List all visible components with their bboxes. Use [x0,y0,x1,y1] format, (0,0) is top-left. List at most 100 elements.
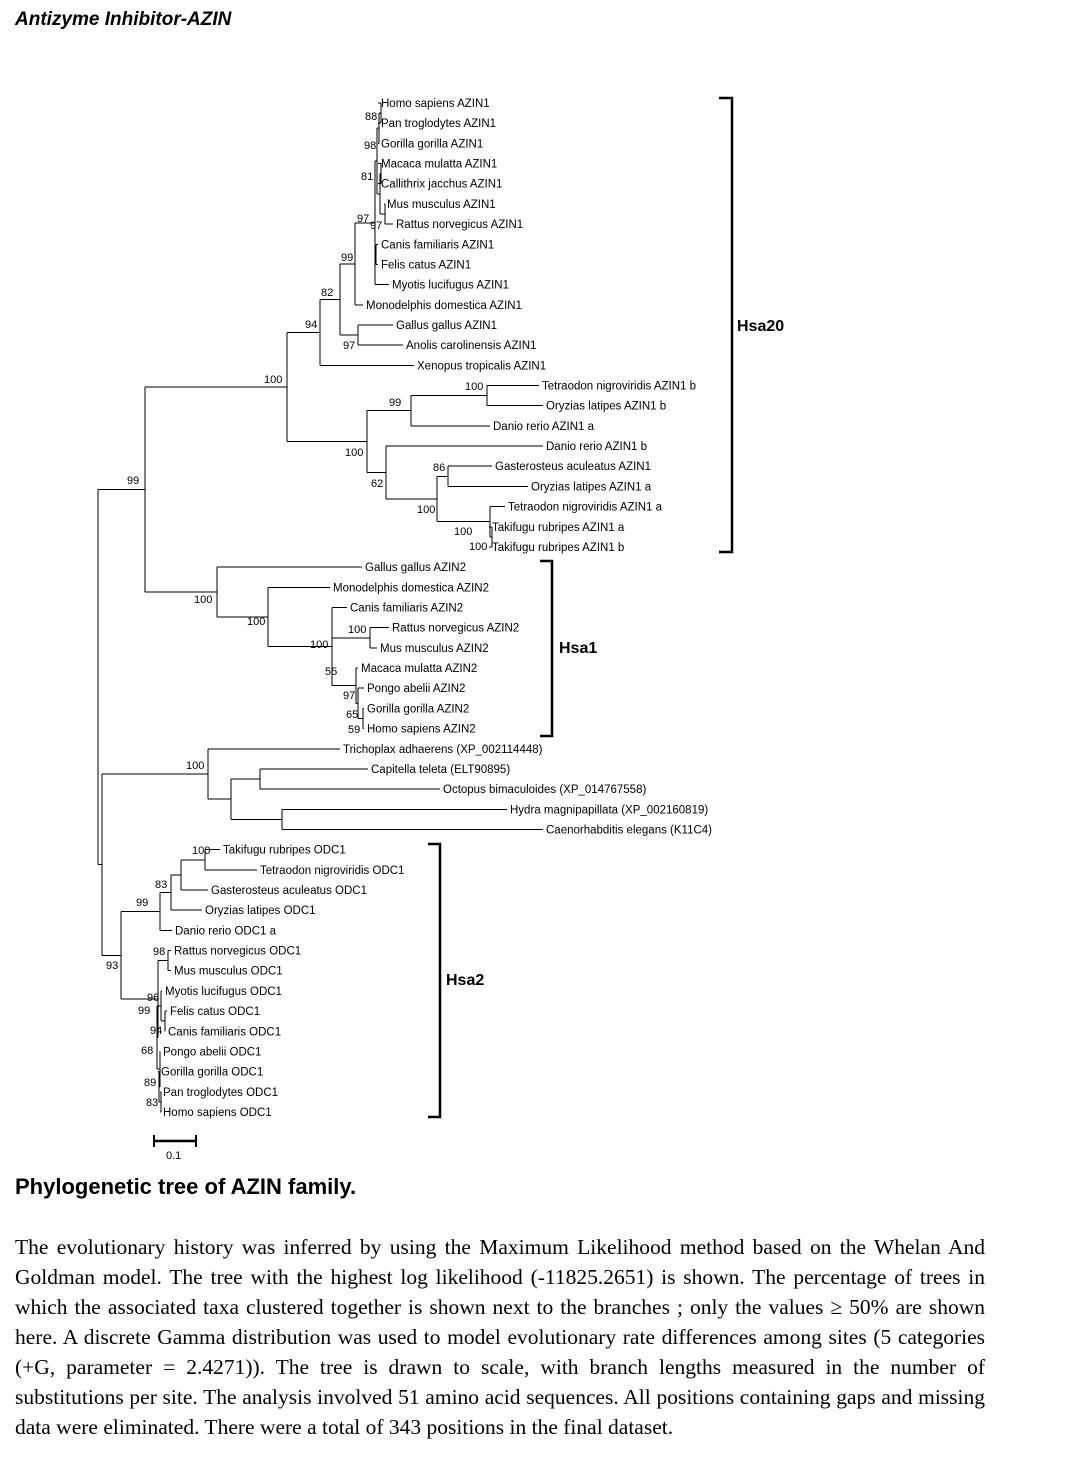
group-bracket [428,842,442,1119]
bootstrap-value: 81 [361,171,373,183]
taxon-label: Danio rerio ODC1 a [175,925,277,937]
bootstrap-value: 98 [364,140,376,152]
taxon-label: Oryzias latipes ODC1 [205,905,316,917]
taxon-label: Takifugu rubripes ODC1 [223,845,346,857]
taxon-label: Gasterosteus aculeatus AZIN1 [495,461,651,473]
bootstrap-value: 97 [343,690,355,702]
taxon-label: Macaca mulatta AZIN1 [381,159,497,171]
taxon-label: Gallus gallus AZIN2 [365,562,466,574]
bootstrap-value: 99 [389,397,401,409]
bootstrap-value: 93 [106,960,118,972]
taxon-label: Myotis lucifugus AZIN1 [392,280,509,292]
taxon-label: Canis familiaris AZIN1 [381,239,494,251]
taxon-label: Capitella teleta (ELT90895) [371,764,510,776]
bootstrap-value: 68 [141,1045,153,1057]
bootstrap-value: 83 [146,1097,158,1109]
taxon-label: Canis familiaris ODC1 [168,1026,281,1038]
taxon-label: Homo sapiens ODC1 [163,1107,272,1119]
group-bracket [540,559,554,738]
taxon-label: Rattus norvegicus AZIN1 [396,219,523,231]
taxon-label: Myotis lucifugus ODC1 [165,986,282,998]
taxon-label: Mus musculus AZIN2 [380,643,489,655]
taxon-label: Homo sapiens AZIN2 [367,724,476,736]
bootstrap-value: 99 [138,1005,150,1017]
taxon-label: Hydra magnipapillata (XP_002160819) [510,804,708,816]
taxon-label: Callithrix jacchus AZIN1 [381,179,502,191]
bootstrap-value: 99 [136,897,148,909]
bootstrap-value: 99 [127,475,139,487]
taxon-label: Gorilla gorilla ODC1 [161,1067,263,1079]
taxon-label: Macaca mulatta AZIN2 [361,663,477,675]
group-label: Hsa2 [446,972,484,989]
bootstrap-value: 100 [310,639,328,651]
bootstrap-value: 100 [192,845,210,857]
taxon-label: Caenorhabditis elegans (K11C4) [546,824,712,836]
taxon-label: Felis catus AZIN1 [381,259,471,271]
taxon-label: Gallus gallus AZIN1 [396,320,497,332]
taxon-label: Gasterosteus aculeatus ODC1 [211,885,367,897]
group-label: Hsa1 [559,640,597,657]
bootstrap-value: 83 [155,879,167,891]
taxon-label: Tetraodon nigroviridis AZIN1 a [508,502,663,514]
group-bracket [719,96,734,554]
page-header: Antizyme Inhibitor-AZIN [15,9,232,30]
bootstrap-value: 100 [454,526,472,538]
taxon-label: Pongo abelii AZIN2 [367,683,465,695]
taxon-label: Tetraodon nigroviridis AZIN1 b [542,381,696,393]
taxon-label: Gorilla gorilla AZIN1 [381,138,483,150]
taxon-label: Pan troglodytes ODC1 [163,1087,278,1099]
taxon-label: Oryzias latipes AZIN1 b [546,401,666,413]
bootstrap-value: 100 [465,381,483,393]
scale-bar: 0.1 [153,1135,197,1162]
bootstrap-value: 100 [194,594,212,606]
bootstrap-value: 89 [144,1077,156,1089]
bootstrap-value: 59 [348,724,360,736]
taxon-label: Rattus norvegicus AZIN2 [392,623,519,635]
taxon-label: Mus musculus ODC1 [174,966,283,978]
taxon-label: Homo sapiens AZIN1 [381,98,490,110]
taxon-label: Gorilla gorilla AZIN2 [367,703,469,715]
bootstrap-value: 62 [371,478,383,490]
caption-title: Phylogenetic tree of AZIN family. [15,1174,357,1199]
bootstrap-value: 65 [346,709,358,721]
taxon-label: Octopus bimaculoides (XP_014767558) [443,784,646,796]
taxon-label: Oryzias latipes AZIN1 a [531,481,652,493]
bootstrap-value: 96 [147,992,159,1004]
scale-label: 0.1 [166,1150,181,1162]
taxon-label: Tetraodon nigroviridis ODC1 [260,865,404,877]
bootstrap-value: 99 [341,252,353,264]
bootstrap-value: 100 [186,760,204,772]
taxon-label: Danio rerio AZIN1 b [546,441,647,453]
taxon-label: Rattus norvegicus ODC1 [174,946,301,958]
bootstrap-value: 94 [150,1025,162,1037]
bootstrap-value: 97 [343,340,355,352]
bootstrap-value: 100 [264,374,282,386]
taxon-label: Trichoplax adhaerens (XP_002114448) [343,744,543,756]
bootstrap-value: 82 [321,287,333,299]
bootstrap-value: 94 [305,319,317,331]
taxon-label: Mus musculus AZIN1 [387,199,496,211]
group-label: Hsa20 [737,318,784,335]
bootstrap-value: 97 [370,220,382,232]
bootstrap-value: 98 [153,946,165,958]
taxon-label: Monodelphis domestica AZIN1 [366,300,522,312]
bootstrap-value: 100 [417,504,435,516]
bootstrap-value: 97 [357,213,369,225]
bootstrap-value: 100 [348,624,366,636]
taxon-label: Felis catus ODC1 [170,1006,260,1018]
bootstrap-value: 55 [325,666,337,678]
taxon-label: Danio rerio AZIN1 a [493,421,595,433]
taxon-label: Pongo abelii ODC1 [163,1046,261,1058]
taxon-label: Pan troglodytes AZIN1 [381,118,496,130]
taxon-label: Takifugu rubripes AZIN1 b [492,542,624,554]
bootstrap-value: 86 [433,462,445,474]
taxon-label: Takifugu rubripes AZIN1 a [492,522,625,534]
caption-body: The evolutionary history was inferred by… [15,1235,985,1439]
taxon-label: Monodelphis domestica AZIN2 [333,582,489,594]
bootstrap-value: 100 [469,541,487,553]
taxon-label: Anolis carolinensis AZIN1 [406,340,536,352]
bootstrap-value: 100 [345,447,363,459]
bootstrap-value: 100 [247,616,265,628]
taxon-label: Canis familiaris AZIN2 [350,603,463,615]
